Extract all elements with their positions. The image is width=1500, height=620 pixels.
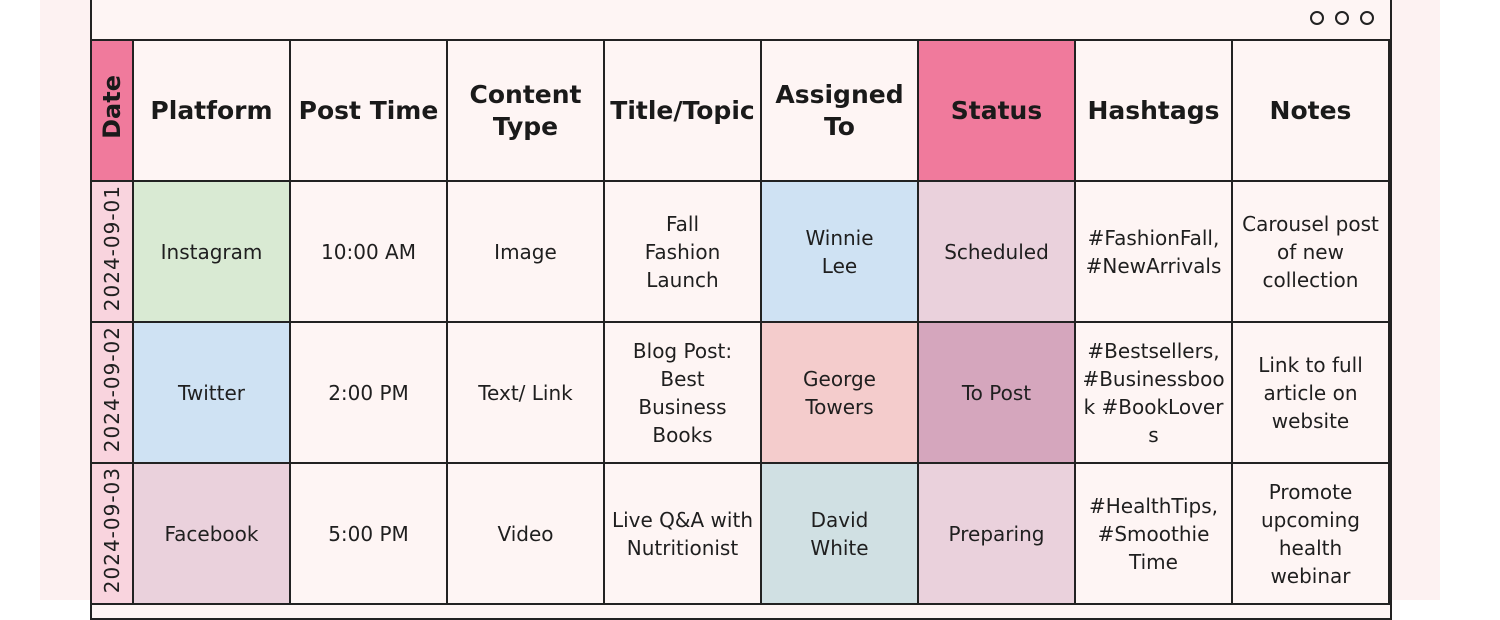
cell-platform[interactable]: Twitter — [132, 321, 291, 464]
window-control-circle-icon[interactable] — [1310, 11, 1324, 25]
cell-post-time[interactable]: 2:00 PM — [289, 321, 448, 464]
cell-platform[interactable]: Instagram — [132, 180, 291, 323]
window-controls — [1310, 11, 1374, 25]
cell-notes[interactable]: Carousel post of new collection — [1231, 180, 1390, 323]
cell-assigned-to[interactable]: George Towers — [760, 321, 919, 464]
cell-title-topic[interactable]: Fall Fashion Launch — [603, 180, 762, 323]
cell-content-type[interactable]: Video — [446, 462, 605, 605]
cell-date[interactable]: 2024-09-01 — [90, 180, 134, 323]
cell-assigned-to[interactable]: Winnie Lee — [760, 180, 919, 323]
cell-post-time[interactable]: 10:00 AM — [289, 180, 448, 323]
header-content-type[interactable]: Content Type — [446, 39, 605, 182]
window-control-circle-icon[interactable] — [1335, 11, 1349, 25]
cell-title-topic[interactable]: Live Q&A with Nutritionist — [603, 462, 762, 605]
table-row: 2024-09-02 Twitter 2:00 PM Text/ Link Bl… — [90, 321, 1390, 464]
header-assigned-to[interactable]: Assigned To — [760, 39, 919, 182]
window-title-bar — [92, 0, 1390, 42]
header-post-time[interactable]: Post Time — [289, 39, 448, 182]
cell-status[interactable]: Preparing — [917, 462, 1076, 605]
cell-assigned-to[interactable]: David White — [760, 462, 919, 605]
cell-notes[interactable]: Link to full article on website — [1231, 321, 1390, 464]
cell-status[interactable]: Scheduled — [917, 180, 1076, 323]
window-control-circle-icon[interactable] — [1360, 11, 1374, 25]
cell-date[interactable]: 2024-09-02 — [90, 321, 134, 464]
cell-date[interactable]: 2024-09-03 — [90, 462, 134, 605]
table-row: 2024-09-03 Facebook 5:00 PM Video Live Q… — [90, 462, 1390, 605]
cell-content-type[interactable]: Image — [446, 180, 605, 323]
content-calendar-table: Date Platform Post Time Content Type Tit… — [90, 39, 1390, 605]
cell-post-time[interactable]: 5:00 PM — [289, 462, 448, 605]
cell-platform[interactable]: Facebook — [132, 462, 291, 605]
table-row: 2024-09-01 Instagram 10:00 AM Image Fall… — [90, 180, 1390, 323]
header-date[interactable]: Date — [90, 39, 134, 182]
header-row: Date Platform Post Time Content Type Tit… — [90, 39, 1390, 182]
header-notes[interactable]: Notes — [1231, 39, 1390, 182]
cell-hashtags[interactable]: #FashionFall, #NewArrivals — [1074, 180, 1233, 323]
header-hashtags[interactable]: Hashtags — [1074, 39, 1233, 182]
cell-status[interactable]: To Post — [917, 321, 1076, 464]
header-status[interactable]: Status — [917, 39, 1076, 182]
cell-title-topic[interactable]: Blog Post: Best Business Books — [603, 321, 762, 464]
header-platform[interactable]: Platform — [132, 39, 291, 182]
cell-hashtags[interactable]: #HealthTips, #Smoothie Time — [1074, 462, 1233, 605]
cell-hashtags[interactable]: #Bestsellers, #Businessbook #BookLovers — [1074, 321, 1233, 464]
cell-content-type[interactable]: Text/ Link — [446, 321, 605, 464]
cell-notes[interactable]: Promote upcoming health webinar — [1231, 462, 1390, 605]
header-title-topic[interactable]: Title/Topic — [603, 39, 762, 182]
